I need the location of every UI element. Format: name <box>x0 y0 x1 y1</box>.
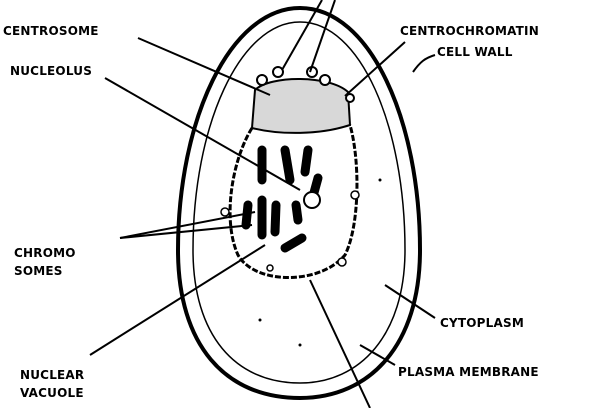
cell-wall <box>175 5 423 401</box>
label-cell-wall: CELL WALL <box>437 44 513 60</box>
leader-lines <box>89 0 436 408</box>
label-plasma-membrane: PLASMA MEMBRANE <box>398 364 539 380</box>
label-nucleolus: NUCLEOLUS <box>10 63 93 79</box>
plasma-membrane <box>192 21 406 384</box>
label-cytoplasm: CYTOPLASM <box>440 315 524 331</box>
label-nuclear-vacuole-2: VACUOLE <box>20 385 84 401</box>
label-chromosomes-1: CHROMO <box>14 245 76 261</box>
nucleolus <box>303 191 321 209</box>
label-chromosomes-2: SOMES <box>14 263 63 279</box>
centrosome <box>250 78 352 134</box>
label-nuclear-vacuole-1: NUCLEAR <box>20 367 85 383</box>
label-centrochromatin: CENTROCHROMATIN <box>400 23 539 39</box>
centrioles <box>256 66 355 103</box>
label-centrosome: CENTROSOME <box>3 23 99 39</box>
cytoplasm-granules <box>220 190 360 272</box>
